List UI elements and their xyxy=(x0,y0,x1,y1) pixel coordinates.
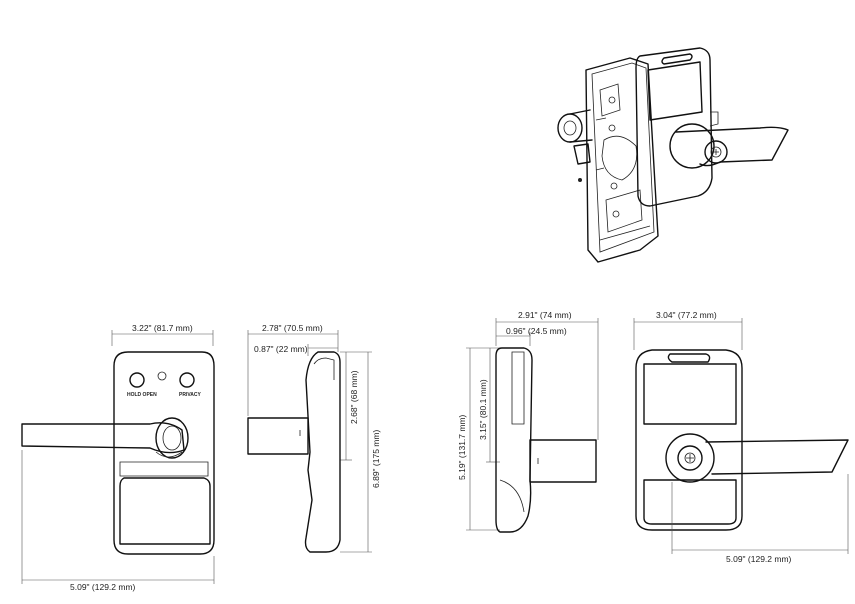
side2-depth-label: 2.91" (74 mm) xyxy=(518,310,572,320)
side-view-right xyxy=(466,318,599,533)
side-top-label: 0.87" (22 mm) xyxy=(254,344,308,354)
front-view-right xyxy=(633,318,849,554)
hold-open-button-label: HOLD OPEN xyxy=(127,392,157,398)
side2-upper-height-label: 3.15" (80.1 mm) xyxy=(478,379,488,440)
side-view-left xyxy=(247,330,372,553)
side-depth-label: 2.78" (70.5 mm) xyxy=(262,323,323,333)
side2-top-label: 0.96" (24.5 mm) xyxy=(506,326,567,336)
front-view-left xyxy=(21,330,215,584)
privacy-button-label: PRIVACY xyxy=(179,392,202,398)
side-upper-height-label: 2.68" (68 mm) xyxy=(349,370,359,424)
front2-width-label: 3.04" (77.2 mm) xyxy=(656,310,717,320)
side2-total-height-label: 5.19" (131.7 mm) xyxy=(457,414,467,480)
isometric-lock-view xyxy=(557,47,789,263)
front-lever-label: 5.09" (129.2 mm) xyxy=(70,582,136,592)
front2-lever-label: 5.09" (129.2 mm) xyxy=(726,554,792,564)
front-width-label: 3.22" (81.7 mm) xyxy=(132,323,193,333)
side-total-height-label: 6.89" (175 mm) xyxy=(371,430,381,488)
